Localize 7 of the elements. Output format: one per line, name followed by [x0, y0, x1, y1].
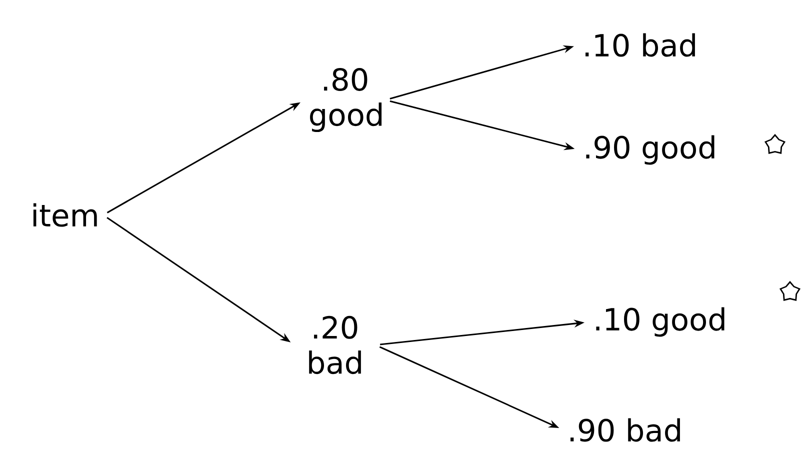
branch-label: item: [33, 203, 97, 227]
branch-label: .20 bad: [309, 316, 361, 374]
branch-label: .90 good: [586, 135, 714, 165]
branch-label: .10 bad: [586, 33, 695, 57]
branch-label: .10 good: [596, 307, 724, 337]
branch-label: .90 bad: [570, 418, 680, 442]
branch-label: .80 good: [310, 68, 382, 132]
